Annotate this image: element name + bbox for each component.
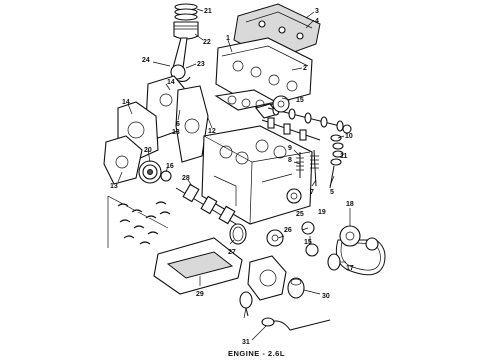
callout-15b: 15	[304, 239, 312, 246]
callout-30: 30	[322, 293, 330, 300]
callout-7: 7	[310, 189, 314, 196]
callout-10: 10	[345, 133, 353, 140]
callout-29: 29	[196, 291, 204, 298]
callout-20: 20	[144, 147, 152, 154]
timing-cover-lower	[103, 135, 143, 185]
callout-1: 1	[226, 35, 230, 42]
callout-25: 25	[296, 211, 304, 218]
leader-lines	[117, 8, 351, 341]
callout-15a: 15	[296, 97, 304, 104]
piston-rings	[174, 3, 198, 21]
cam-seal	[342, 124, 352, 134]
oil-filter	[287, 277, 305, 299]
callout-21: 21	[204, 8, 212, 15]
piston	[173, 21, 199, 40]
tensioner-pulley	[305, 243, 319, 257]
callout-31: 31	[242, 339, 250, 346]
callout-28: 28	[182, 175, 190, 182]
callout-17: 17	[346, 265, 354, 272]
diagram-caption: ENGINE - 2.6L	[228, 349, 285, 358]
callout-23: 23	[197, 61, 205, 68]
callout-13a: 13	[110, 183, 118, 190]
callout-27: 27	[228, 249, 236, 256]
callout-4: 4	[315, 18, 319, 25]
rear-main-seal	[229, 223, 247, 245]
callout-2: 2	[303, 65, 307, 72]
callout-19: 19	[318, 209, 326, 216]
callout-3: 3	[315, 8, 319, 15]
callout-24: 24	[142, 57, 150, 64]
rocker-shaft	[261, 117, 321, 141]
callout-16: 16	[166, 163, 174, 170]
callout-11: 11	[340, 153, 348, 160]
callout-12: 12	[208, 128, 216, 135]
oil-dipstick	[261, 317, 331, 331]
crankshaft-sprocket	[160, 170, 172, 182]
callout-5: 5	[330, 189, 334, 196]
oil-strainer	[239, 291, 253, 317]
seal-ring	[327, 253, 341, 271]
oil-pan	[153, 237, 243, 295]
crankshaft-pulley	[138, 160, 162, 184]
callout-labels: 21 22 3 4 1 2 24 23 14 14 6 12 13 13 20 …	[110, 8, 354, 346]
callout-22: 22	[203, 39, 211, 46]
valve-components	[329, 134, 344, 189]
callout-14a: 14	[167, 79, 175, 86]
crankshaft	[175, 183, 247, 231]
water-pump	[286, 188, 302, 204]
engine-block	[201, 125, 313, 225]
oil-pump	[247, 255, 287, 301]
callout-9: 9	[288, 145, 292, 152]
oil-pump-gear	[266, 229, 284, 247]
cylinder-head	[215, 37, 313, 109]
callout-14b: 14	[122, 99, 130, 106]
timing-cover-rear	[175, 85, 209, 163]
crank-sprocket-right	[339, 225, 361, 247]
rod-bearings	[155, 201, 171, 215]
main-bearings	[107, 195, 169, 248]
callout-6: 6	[176, 121, 180, 128]
callout-8: 8	[288, 157, 292, 164]
callout-13b: 13	[172, 129, 180, 136]
camshaft-sprocket	[272, 95, 290, 113]
connecting-rod	[170, 37, 191, 83]
callout-26: 26	[284, 227, 292, 234]
callout-18: 18	[346, 201, 354, 208]
